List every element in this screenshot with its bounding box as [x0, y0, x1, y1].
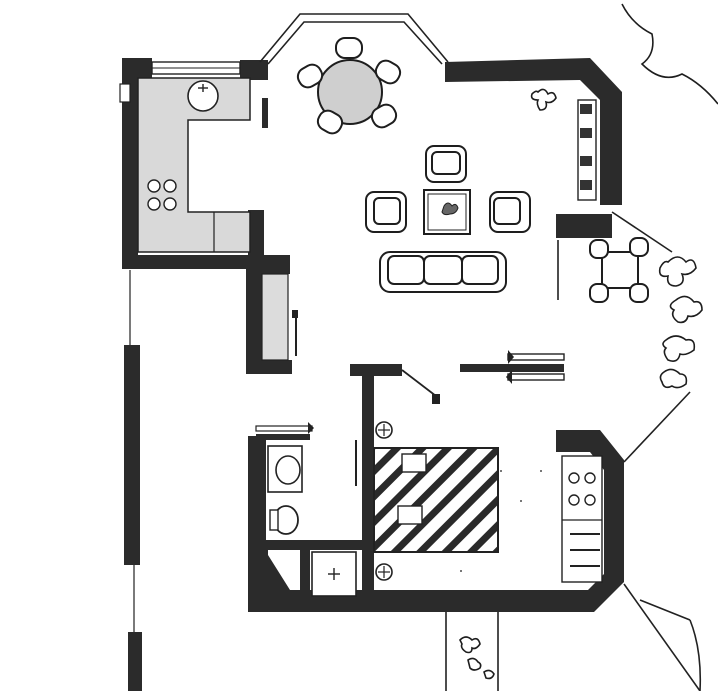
- kitchen-right-wall: [248, 210, 264, 268]
- kitchen-sink: [187, 80, 219, 112]
- bay-window-outer: [259, 13, 449, 63]
- right-wall-stub: [556, 214, 612, 238]
- wardrobe: [561, 455, 603, 583]
- exterior-walls: [122, 13, 624, 691]
- stove-burners: [147, 179, 177, 211]
- dining-set: [296, 37, 402, 135]
- storage-shelves: [577, 99, 597, 201]
- bath-top-wall: [256, 434, 310, 440]
- entry-path: [445, 583, 702, 691]
- shrubs-right: [621, 3, 718, 389]
- closet-bottom-wall: [246, 360, 292, 374]
- kitchen-door-stop: [262, 98, 268, 128]
- left-wall-middle: [124, 345, 140, 565]
- living-divider: [460, 364, 564, 372]
- closet-top-wall: [260, 262, 290, 274]
- sofa: [379, 251, 507, 293]
- bedroom-left-wall: [362, 364, 374, 600]
- terrace-table: [601, 251, 639, 289]
- upper-right-wall: [445, 58, 622, 205]
- shower-wall: [300, 546, 310, 596]
- terrace-line-bottom: [623, 391, 691, 463]
- kitchen-top-wall-right: [240, 60, 268, 80]
- doors: [255, 350, 565, 434]
- dining-chairs: [296, 37, 402, 135]
- dining-table: [317, 59, 383, 125]
- living-area: [365, 145, 531, 293]
- terrace-table-set: [589, 237, 649, 303]
- bathroom: [267, 445, 357, 597]
- kitchen: [137, 77, 268, 253]
- bedroom-top-wall: [350, 364, 402, 376]
- bath-bottom-wall: [266, 540, 366, 550]
- lower-right-wall: [248, 430, 624, 612]
- double-bed: [373, 447, 499, 553]
- bedroom: [355, 421, 542, 581]
- left-wall-upper: [122, 58, 138, 268]
- terrace-line-top: [611, 211, 673, 253]
- bay-window-inner: [267, 21, 443, 65]
- pillow-top: [401, 453, 427, 473]
- left-wall-lower: [128, 632, 142, 691]
- washbasin: [275, 455, 301, 485]
- plant-top-right: [530, 88, 557, 111]
- pillow-bottom: [397, 505, 423, 525]
- interior-walls: [122, 210, 564, 600]
- kitchen-top-wall-left: [122, 58, 152, 78]
- closet-left-wall: [246, 262, 262, 374]
- bath-left-wall: [248, 436, 266, 544]
- hall-closet: [261, 273, 298, 361]
- misc-details: [119, 83, 135, 632]
